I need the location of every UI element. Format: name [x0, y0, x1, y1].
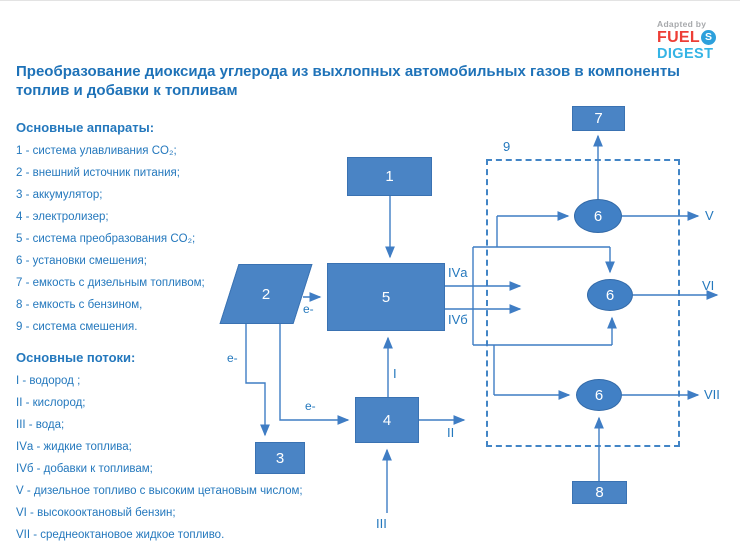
- logo-adapted-by: Adapted by: [657, 19, 707, 29]
- legend-item: IVб - добавки к топливам;: [16, 463, 153, 475]
- fuels-digest-logo: Adapted by FUEL S DIGEST: [657, 20, 732, 61]
- node-3-accumulator: 3: [255, 442, 305, 474]
- system-9-boundary: [486, 159, 680, 447]
- legend-flows-heading: Основные потоки:: [16, 350, 136, 365]
- legend-item: 6 - установки смешения;: [16, 255, 147, 267]
- flow-label-ii: II: [447, 425, 455, 440]
- legend-flows: Основные потоки: I - водород ; II - кисл…: [16, 350, 303, 546]
- legend-item: 2 - внешний источник питания;: [16, 167, 180, 179]
- flow-label-iva: IVа: [448, 265, 468, 280]
- electron-label-2-to-3: e-: [227, 351, 238, 365]
- flow-label-i: I: [393, 366, 397, 381]
- node-5-co2-conversion: 5: [327, 263, 445, 331]
- page-title: Преобразование диоксида углерода из выхл…: [16, 63, 680, 100]
- electron-label-2-to-5: e-: [303, 302, 314, 316]
- electron-label-2-to-4: e-: [305, 399, 316, 413]
- legend-item: VII - среднеоктановое жидкое топливо.: [16, 529, 225, 541]
- node-2-external-power-source: 2: [219, 264, 313, 324]
- legend-item: 8 - емкость с бензином,: [16, 299, 143, 311]
- flow-label-vi: VI: [702, 278, 715, 293]
- node-7-diesel-tank: 7: [572, 106, 625, 131]
- legend-item: 5 - система преобразования CO₂;: [16, 233, 196, 245]
- flow-label-iii: III: [376, 516, 387, 531]
- legend-item: I - водород ;: [16, 375, 81, 387]
- logo-digest-text: DIGEST: [657, 45, 714, 62]
- node-4-electrolyzer: 4: [355, 397, 419, 443]
- flow-label-ivb: IVб: [448, 312, 468, 327]
- system-9-label: 9: [503, 139, 511, 154]
- legend-item: V - дизельное топливо с высоким цетановы…: [16, 485, 303, 497]
- legend-item: 4 - электролизер;: [16, 211, 109, 223]
- legend-item: VI - высокооктановый бензин;: [16, 507, 176, 519]
- legend-item: 3 - аккумулятор;: [16, 189, 103, 201]
- legend-item: IVа - жидкие топлива;: [16, 441, 132, 453]
- legend-apparatus: Основные аппараты: 1 - система улавливан…: [16, 120, 205, 338]
- logo-s-circle-icon: S: [700, 30, 716, 45]
- node-2-label: 2: [261, 285, 271, 303]
- node-6-mixing-unit-top: 6: [574, 199, 622, 233]
- node-6-mixing-unit-bottom: 6: [576, 379, 622, 411]
- flow-label-vii: VII: [704, 387, 720, 402]
- legend-apparatus-heading: Основные аппараты:: [16, 120, 155, 135]
- flow-label-v: V: [705, 208, 714, 223]
- legend-item: 7 - емкость с дизельным топливом;: [16, 277, 205, 289]
- logo-fuel-text: FUEL: [657, 28, 700, 46]
- node-1-co2-capture: 1: [347, 157, 432, 196]
- legend-item: II - кислород;: [16, 397, 86, 409]
- legend-item: 1 - система улавливания CO₂;: [16, 145, 177, 157]
- node-8-gasoline-tank: 8: [572, 481, 627, 504]
- legend-item: 9 - система смешения.: [16, 321, 138, 333]
- legend-item: III - вода;: [16, 419, 65, 431]
- node-6-mixing-unit-middle: 6: [587, 279, 633, 311]
